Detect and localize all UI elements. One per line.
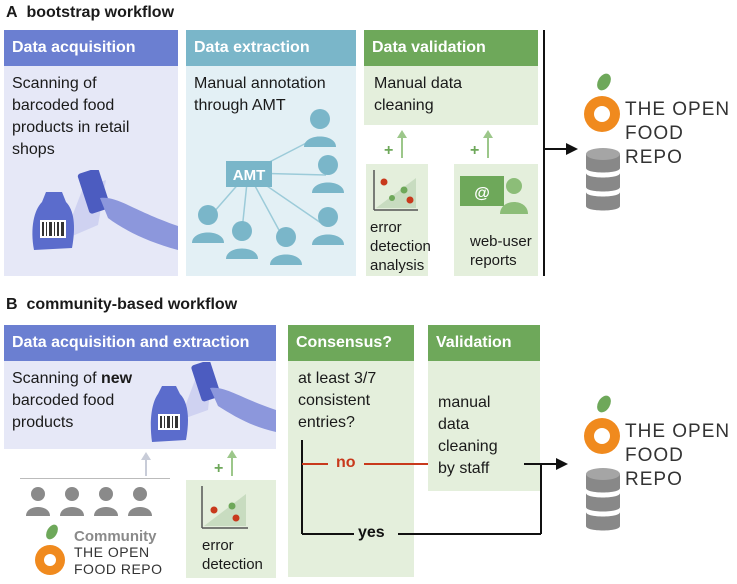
up-arrow-a1 bbox=[397, 130, 407, 158]
community-label: Community bbox=[74, 528, 157, 545]
scanning-illustration-b bbox=[150, 362, 276, 442]
database-icon-a bbox=[586, 148, 620, 211]
new-emphasis: new bbox=[100, 370, 133, 387]
validation-header-b: Validation bbox=[428, 325, 540, 361]
plus-sign-a1: + bbox=[384, 142, 394, 159]
plus-sign-b: + bbox=[214, 460, 224, 477]
no-label: no bbox=[336, 454, 356, 471]
logo-text-a: THE OPEN FOOD REPO bbox=[625, 99, 731, 168]
up-arrow-a2 bbox=[483, 130, 493, 158]
consensus-text: at least 3/7 consistent entries? bbox=[298, 370, 377, 431]
error-detection-box-b bbox=[186, 480, 276, 578]
up-arrow-error-b bbox=[227, 450, 237, 476]
svg-text:@: @ bbox=[474, 185, 490, 202]
section-b-letter: B bbox=[6, 296, 18, 313]
open-food-repo-logo-a bbox=[584, 73, 620, 132]
error-detection-text-a: error detection analysis bbox=[370, 219, 431, 274]
plus-sign-a2: + bbox=[470, 142, 480, 159]
web-user-text: web-user reports bbox=[470, 233, 532, 269]
error-detection-box-a bbox=[366, 164, 428, 276]
acquisition-text-b: Scanning of new barcoded food products bbox=[12, 370, 133, 431]
up-arrow-community bbox=[141, 452, 151, 476]
amt-label: AMT bbox=[233, 167, 266, 184]
yes-label: yes bbox=[358, 524, 385, 541]
section-a-title: bootstrap workflow bbox=[26, 4, 175, 21]
validation-text-a: Manual data cleaning bbox=[374, 75, 463, 114]
extraction-text-a: Manual annotation through AMT bbox=[194, 75, 326, 114]
community-logo-text: THE OPEN FOOD REPO bbox=[74, 544, 163, 577]
database-icon-b bbox=[586, 468, 620, 531]
validation-text-b: manual data cleaning by staff bbox=[438, 394, 498, 477]
acquisition-header-b: Data acquisition and extraction bbox=[4, 325, 276, 361]
consensus-flow-lines bbox=[301, 440, 568, 535]
community-baseline bbox=[20, 478, 170, 479]
acquisition-header-a: Data acquisition bbox=[4, 30, 178, 66]
error-chart-icon-a bbox=[373, 170, 418, 211]
scanning-illustration-a bbox=[32, 170, 178, 250]
section-a-heading: A bootstrap workflow bbox=[6, 4, 174, 22]
open-food-repo-logo-b bbox=[584, 395, 620, 454]
arrow-to-repo-a bbox=[544, 143, 578, 155]
divider-line-a bbox=[543, 30, 545, 276]
acquisition-text-a: Scanning of barcoded food products in re… bbox=[12, 75, 130, 158]
section-a-letter: A bbox=[6, 4, 18, 21]
section-b-title: community-based workflow bbox=[26, 296, 238, 313]
open-food-repo-logo-community bbox=[35, 524, 65, 575]
validation-header-a: Data validation bbox=[364, 30, 538, 66]
consensus-header: Consensus? bbox=[288, 325, 414, 361]
error-detection-text-b: error detection bbox=[202, 537, 263, 573]
community-people-icons bbox=[26, 487, 152, 516]
section-b-heading: B community-based workflow bbox=[6, 296, 237, 314]
amt-network-illustration: AMT bbox=[192, 109, 344, 265]
error-chart-icon-b bbox=[201, 486, 248, 529]
extraction-header-a: Data extraction bbox=[186, 30, 356, 66]
logo-text-b: THE OPEN FOOD REPO bbox=[625, 421, 731, 490]
web-user-icon: @ bbox=[460, 176, 528, 214]
